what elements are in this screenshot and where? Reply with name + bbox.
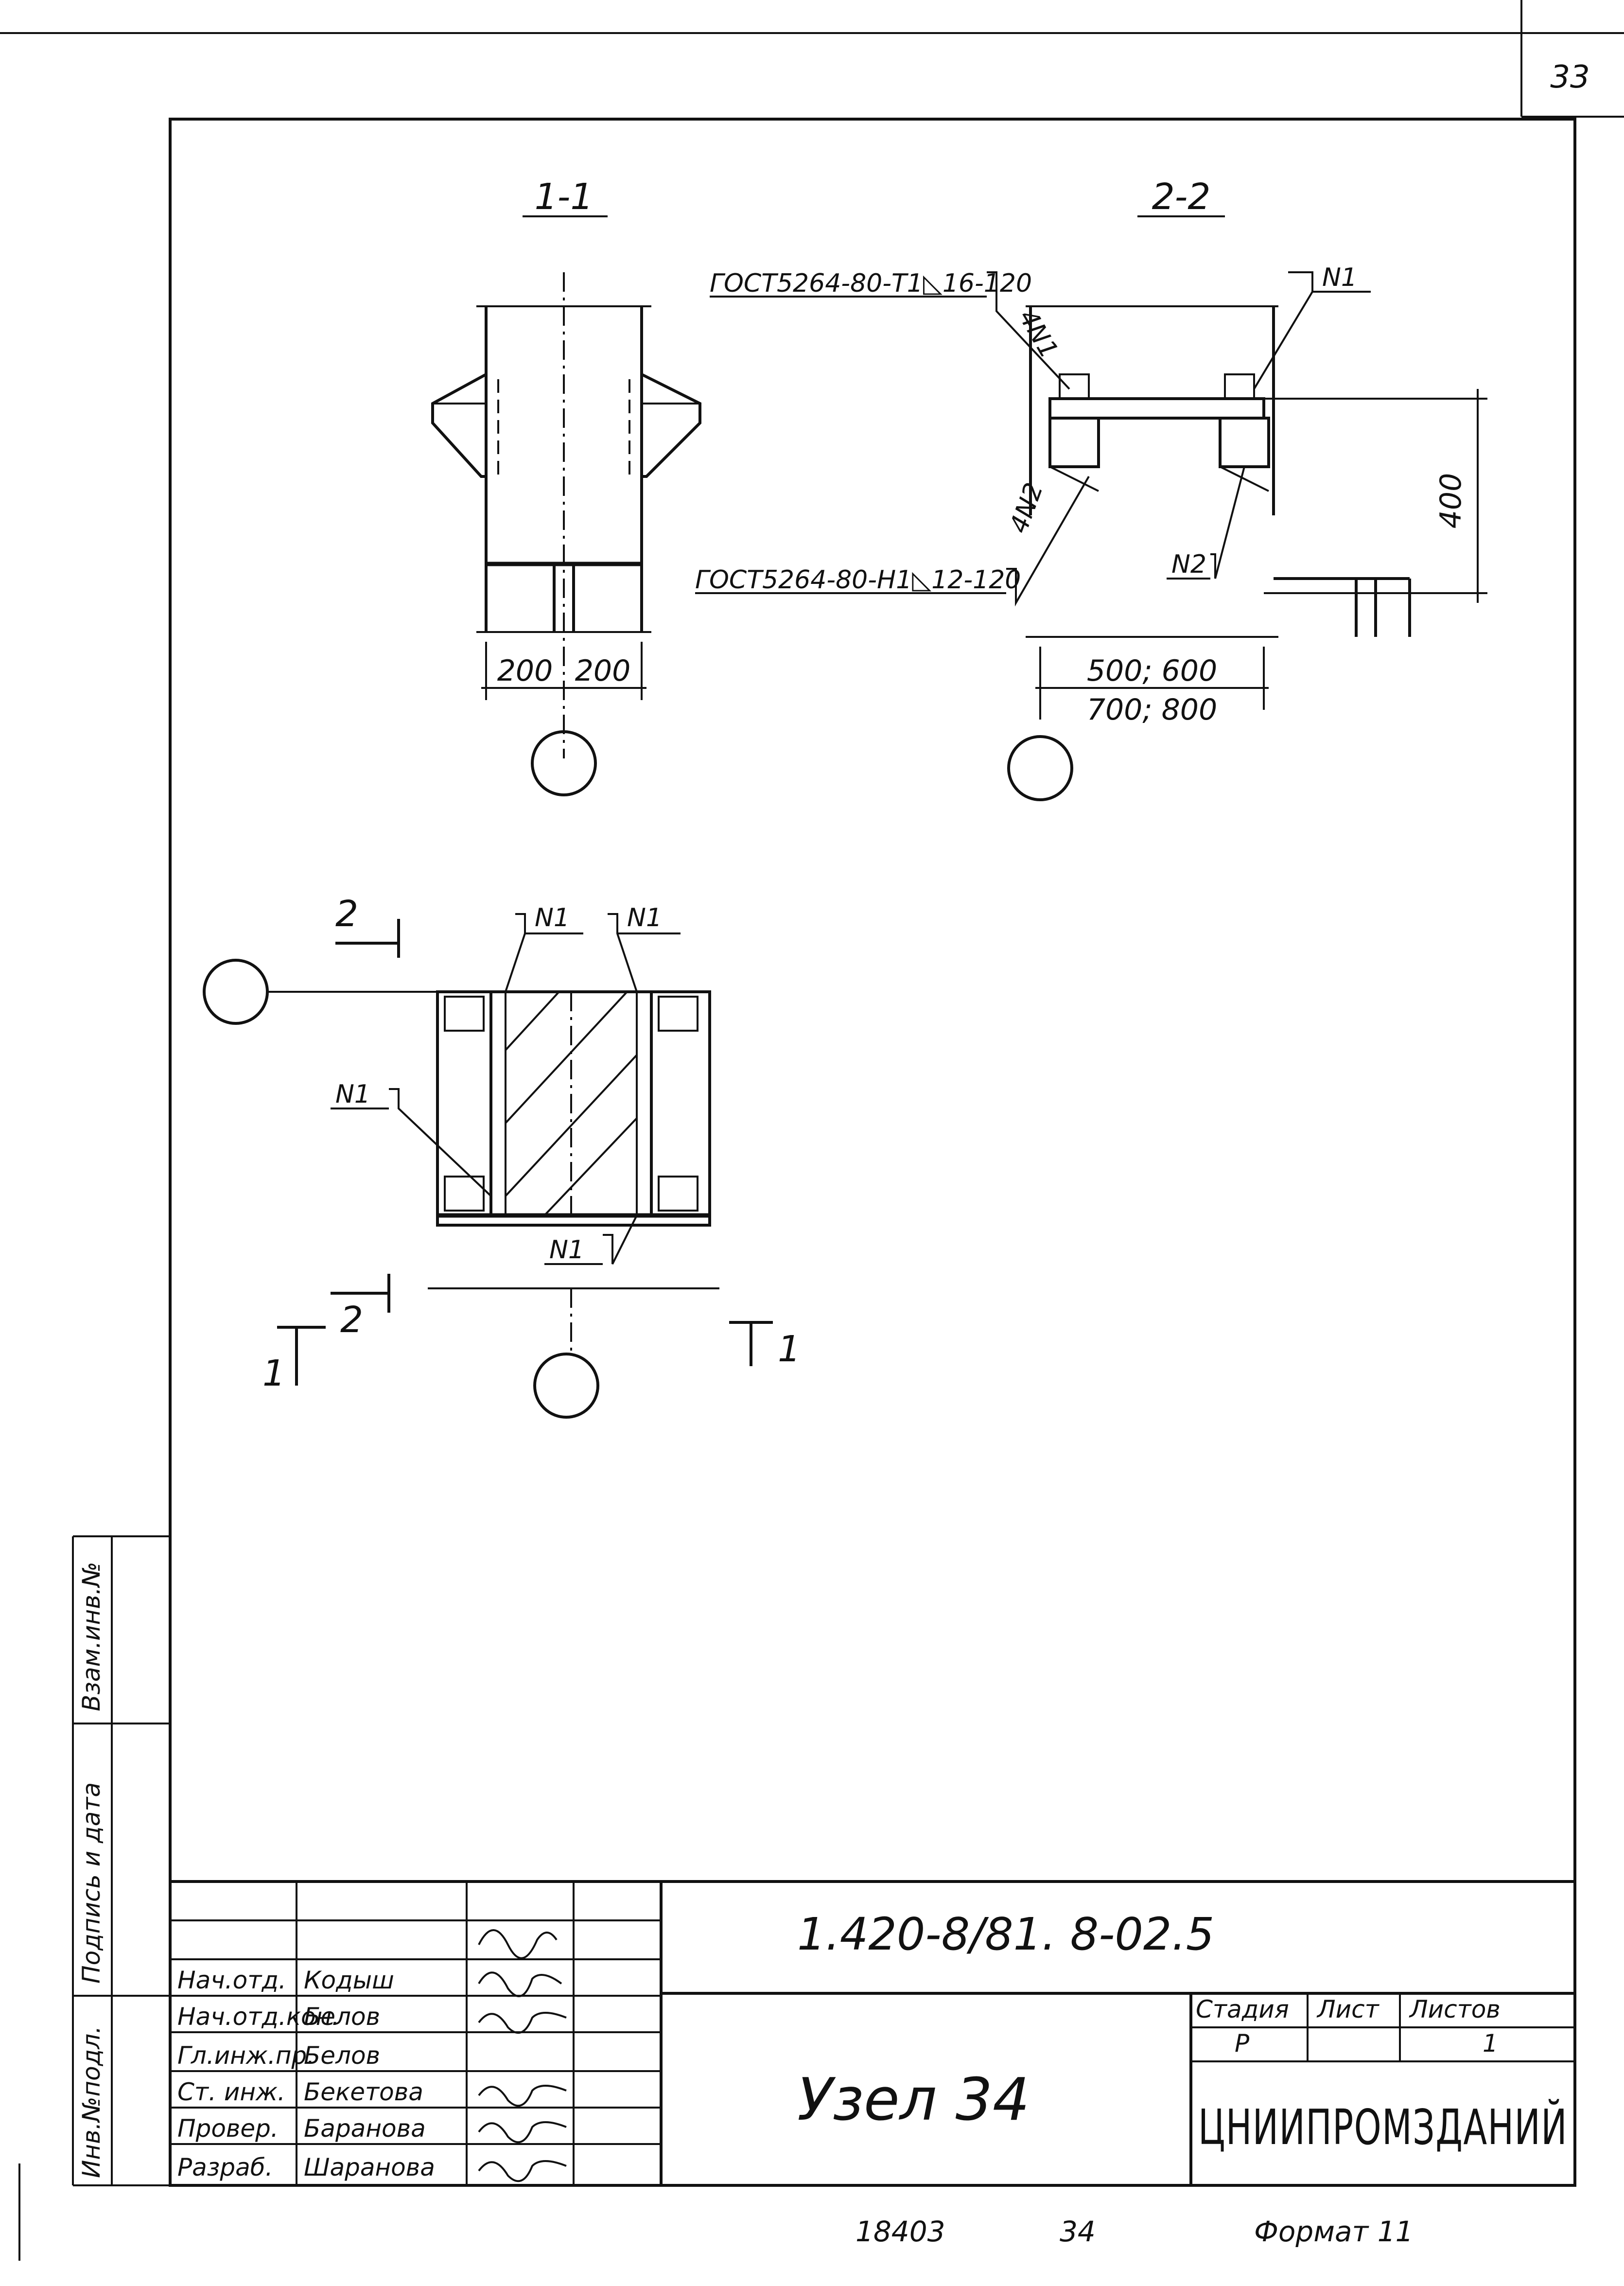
tb-sheet-header: Лист [1316,1995,1380,2023]
tb-drawing-title: Узел 34 [797,2066,1030,2134]
tb-name-5: Шаранова [304,2153,435,2181]
tb-role-1: Нач.отд.кон. [177,2003,339,2031]
tb-stage-value: Р [1235,2029,1250,2057]
n1-top-right-arrow [608,913,638,992]
tb-sheets-header: Листов [1409,1995,1501,2023]
side-inv-orig: Инв.№подл. [77,2026,105,2178]
section-2-2-title: 2-2 [1152,176,1211,218]
hatch-1 [505,991,560,1051]
cut-2-top-label: 2 [335,893,358,935]
left-bracket [431,373,487,478]
dim-200-left: 200 [497,654,553,688]
section-1-1: 1-1 200 200 [431,176,701,796]
tb-role-3: Ст. инж. [177,2078,285,2106]
weld-callout-top: ГОСТ5264-80-Т1◺16-120 [710,269,1032,298]
weld-callout-bottom: ГОСТ5264-80-Н1◺12-120 [695,565,1021,595]
n2-label: N2 [1171,550,1206,579]
tb-name-1: Белов [304,2003,380,2031]
weld-top-arrow [987,271,1070,390]
axis-bubble-1-1 [531,730,597,796]
signature-4 [478,2121,567,2144]
footer-number: 34 [1060,2215,1096,2248]
n1-bottom-arrow [603,1215,638,1265]
n1-label-plan-d: N1 [549,1235,584,1265]
right-stiffener [1219,417,1270,468]
plan-stub-tl [444,996,485,1032]
tb-stage-header: Стадия [1196,1995,1289,2023]
tb-role-2: Гл.инж.пр. [177,2041,314,2070]
weld-bottom-arrow [1006,476,1090,607]
left-weld-leg [1049,466,1099,492]
side-sign-date: Подпись и дата [77,1782,105,1984]
right-bracket [641,373,701,478]
axis-bubble-2-2 [1007,735,1073,801]
page-number: 33 [1550,59,1589,95]
signature-3 [478,2085,567,2107]
section-2-2: 2-2 400 500; 600 700; 800 ГОС [695,176,1487,801]
dim-200-right: 200 [575,654,631,688]
plan-stub-tr [658,996,698,1032]
dim-700-800: 700; 800 [1087,693,1217,727]
crossbeam-flange [1048,397,1265,420]
signature-5 [478,2160,567,2182]
n2-arrow [1210,466,1245,579]
section-1-1-title: 1-1 [535,176,594,218]
tb-role-0: Нач.отд. [177,1966,286,1994]
right-lug [1224,373,1255,400]
tb-organization: ЦНИИПРОМЗДАНИЙ [1198,2099,1568,2156]
left-stiffener [1048,417,1100,468]
plan-stub-br [658,1176,698,1212]
n1-label-plan-a: N1 [535,903,570,932]
axis-bubble-plan-bottom [533,1353,599,1419]
cut-1-left-label: 1 [262,1353,285,1394]
weld-callout-top-short: 4N1 [1013,305,1064,364]
axis-bubble-plan-left [203,959,269,1025]
side-replace-inv: Взам.инв.№ [77,1562,105,1711]
tb-name-2: Белов [304,2041,380,2070]
tb-role-4: Провер. [177,2114,279,2143]
cut-2-bottom-label: 2 [340,1299,363,1341]
tb-name-0: Кодыш [304,1966,394,1994]
hatch-3 [505,1054,638,1197]
n1-label-22: N1 [1322,263,1357,292]
n1-arrow [1253,271,1313,390]
n1-left-arrow [389,1088,492,1197]
cut-1-right-label: 1 [778,1328,801,1370]
drawing-frame [169,118,1576,2187]
plan-outline [436,990,711,1227]
footer-format: Формат 11 [1254,2215,1414,2248]
tb-drawing-code: 1.420-8/81. 8-02.5 [797,1908,1214,1960]
tb-role-5: Разраб. [177,2153,273,2181]
signature-0 [478,1929,558,1959]
title-block: Нач.отд. Кодыш Нач.отд.кон. Белов Гл.инж… [170,1880,1575,2185]
tb-sheets-value: 1 [1483,2029,1498,2057]
plan-stub-bl [444,1176,485,1212]
signature-2 [478,2012,567,2034]
weld-callout-bottom-short: 4N2 [1004,479,1049,537]
n1-top-left-arrow [505,913,526,992]
hatch-2 [505,991,628,1124]
left-lug [1059,373,1090,400]
side-stamp: Инв.№подл. Подпись и дата Взам.инв.№ [18,1535,170,2261]
n1-label-plan-b: N1 [627,903,662,932]
dim-400: 400 [1434,473,1468,529]
dim-500-600: 500; 600 [1087,654,1217,688]
tb-name-4: Баранова [304,2114,426,2143]
hatch-4 [543,1117,638,1216]
footer-inventory: 18403 [856,2215,945,2248]
signature-1 [478,1971,562,1997]
plan-view: N1 N1 N1 N1 2 2 1 1 [203,893,801,1419]
right-weld-leg [1220,466,1269,492]
tb-name-3: Бекетова [304,2078,423,2106]
n1-label-plan-c: N1 [335,1080,370,1109]
